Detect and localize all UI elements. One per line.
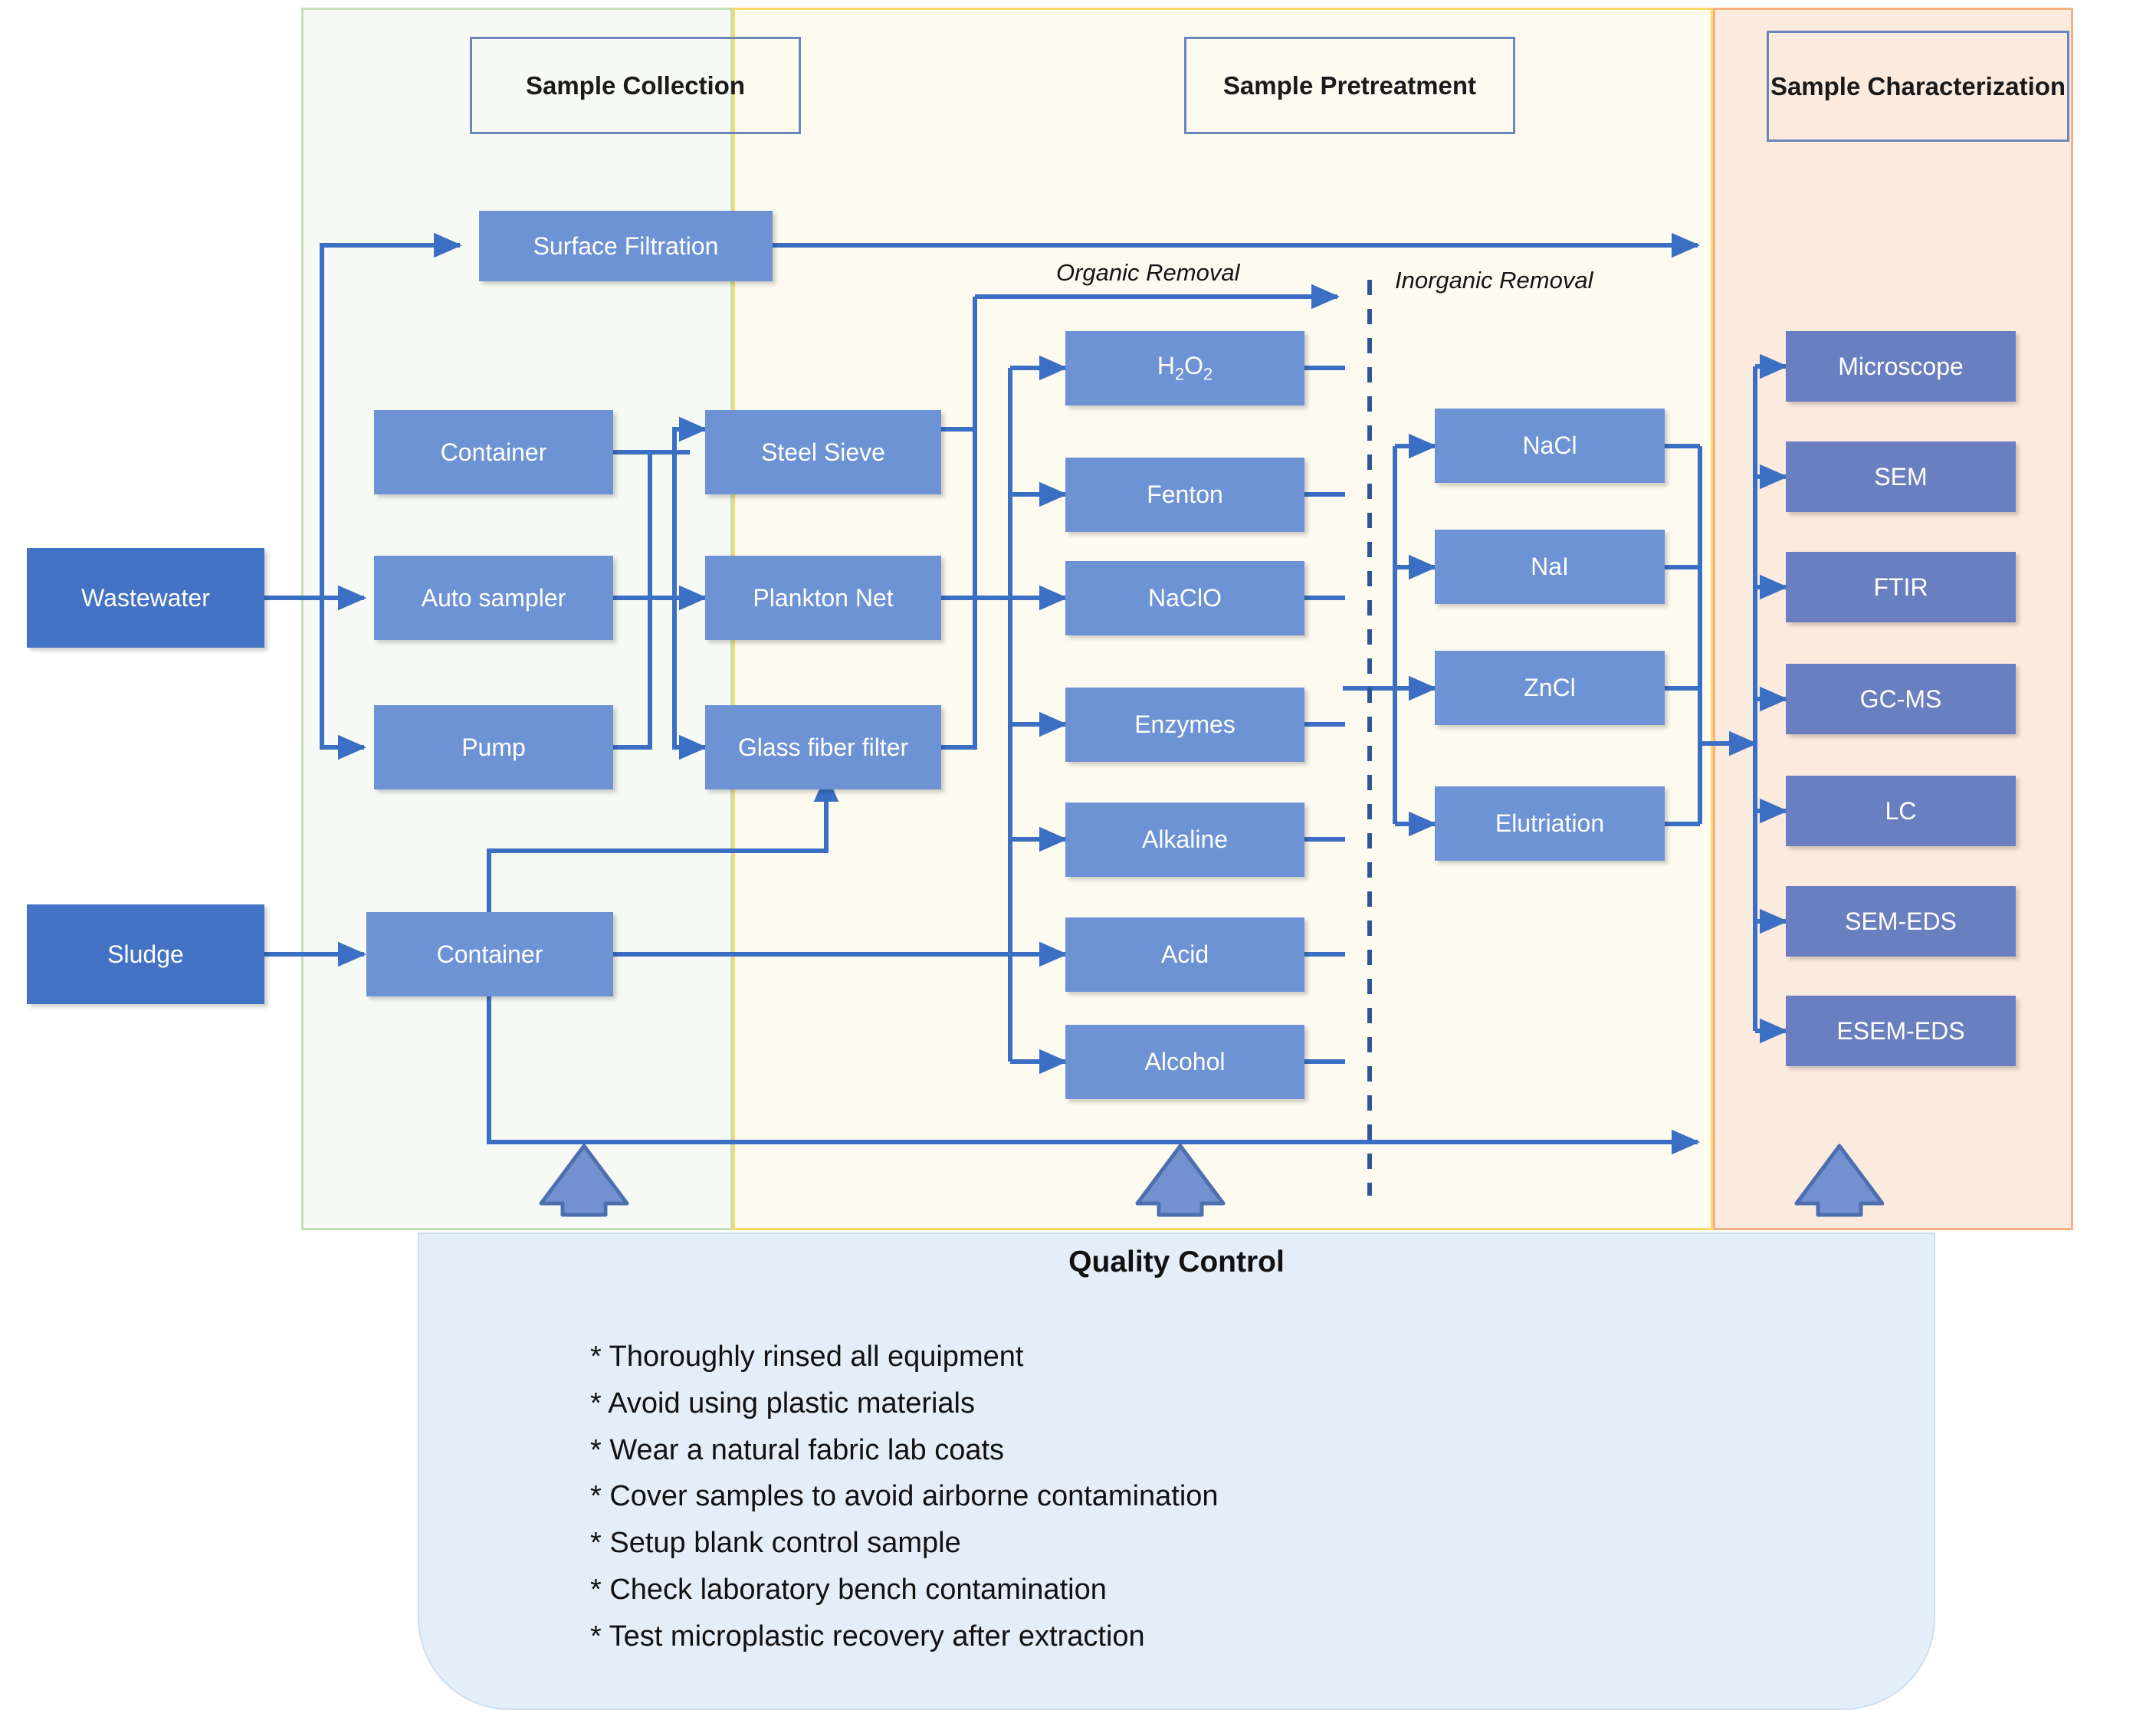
node-glass-fiber-filter[interactable]: Glass fiber filter xyxy=(705,705,941,789)
node-lc[interactable]: LC xyxy=(1786,776,2016,846)
node-auto-sampler[interactable]: Auto sampler xyxy=(374,556,613,640)
quality-control-item: * Check laboratory bench contamination xyxy=(590,1573,1107,1606)
sublabel-inorganic-removal: Inorganic Removal xyxy=(1395,267,1593,294)
node-container-sludge[interactable]: Container xyxy=(366,912,613,996)
node-fenton[interactable]: Fenton xyxy=(1065,458,1304,532)
node-acid[interactable]: Acid xyxy=(1065,917,1304,992)
node-sem-eds[interactable]: SEM-EDS xyxy=(1786,886,2016,957)
node-h2o2[interactable]: H2O2 xyxy=(1065,331,1304,405)
node-elutriation[interactable]: Elutriation xyxy=(1435,786,1665,861)
quality-control-item: * Thoroughly rinsed all equipment xyxy=(590,1341,1024,1373)
phase-title-sample-collection: Sample Collection xyxy=(470,37,801,134)
quality-control-item: * Cover samples to avoid airborne contam… xyxy=(590,1480,1219,1513)
node-esem-eds[interactable]: ESEM-EDS xyxy=(1786,996,2016,1066)
node-sludge[interactable]: Sludge xyxy=(27,904,264,1004)
node-steel-sieve[interactable]: Steel Sieve xyxy=(705,410,941,494)
node-nacl[interactable]: NaCl xyxy=(1435,409,1665,483)
quality-control-title: Quality Control xyxy=(1068,1246,1285,1278)
quality-control-panel xyxy=(418,1232,1935,1710)
phase-title-sample-pretreatment: Sample Pretreatment xyxy=(1184,37,1515,134)
node-h2o2-label: H2O2 xyxy=(1157,352,1213,384)
quality-control-item: * Setup blank control sample xyxy=(590,1527,961,1560)
node-sem[interactable]: SEM xyxy=(1786,441,2016,512)
node-alcohol[interactable]: Alcohol xyxy=(1065,1025,1304,1099)
phase-title-sample-characterization: Sample Characterization xyxy=(1767,31,2069,142)
node-microscope[interactable]: Microscope xyxy=(1786,331,2016,402)
node-wastewater[interactable]: Wastewater xyxy=(27,548,264,648)
node-enzymes[interactable]: Enzymes xyxy=(1065,688,1304,762)
quality-control-list: * Thoroughly rinsed all equipment * Avoi… xyxy=(590,1334,1893,1660)
node-pump[interactable]: Pump xyxy=(374,705,613,789)
node-surface-filtration[interactable]: Surface Filtration xyxy=(479,211,773,281)
quality-control-item: * Avoid using plastic materials xyxy=(590,1387,975,1420)
sublabel-organic-removal: Organic Removal xyxy=(1056,259,1240,286)
node-gc-ms[interactable]: GC-MS xyxy=(1786,664,2016,734)
node-naclo[interactable]: NaClO xyxy=(1065,561,1304,635)
node-ftir[interactable]: FTIR xyxy=(1786,552,2016,622)
node-nai[interactable]: NaI xyxy=(1435,530,1665,604)
quality-control-item: * Wear a natural fabric lab coats xyxy=(590,1433,1005,1466)
node-zncl[interactable]: ZnCl xyxy=(1435,651,1665,725)
node-plankton-net[interactable]: Plankton Net xyxy=(705,556,941,640)
node-alkaline[interactable]: Alkaline xyxy=(1065,802,1304,877)
quality-control-item: * Test microplastic recovery after extra… xyxy=(590,1620,1145,1653)
node-container-wastewater[interactable]: Container xyxy=(374,410,613,494)
